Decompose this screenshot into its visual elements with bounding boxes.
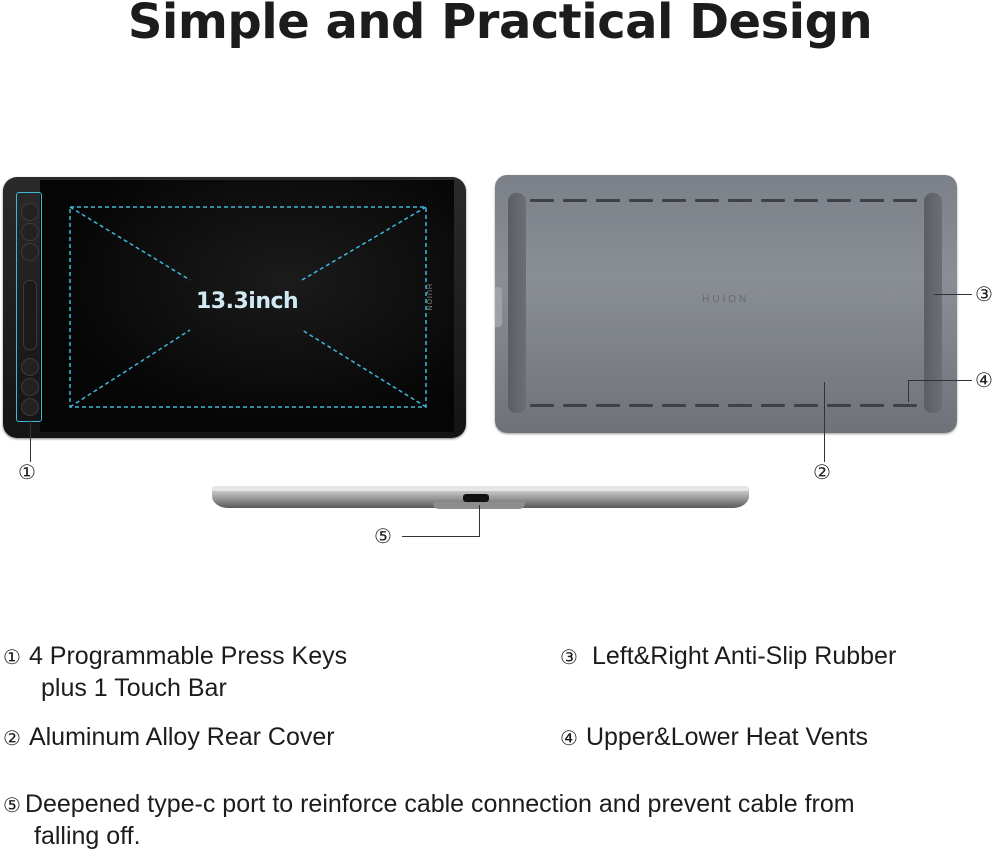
press-keys-panel	[16, 192, 42, 422]
feature-2-number: ②	[3, 726, 21, 750]
screen-area-diagram	[69, 206, 427, 408]
feature-1-text: 4 Programmable Press Keys	[28, 642, 348, 670]
brand-logo-front: HUION	[425, 284, 432, 312]
callout-line-5	[479, 505, 480, 537]
callout-line-4	[908, 380, 972, 381]
heat-vent-slot	[596, 199, 620, 202]
screen-size-label: 13.3inch	[196, 289, 299, 314]
callout-line-3	[934, 294, 972, 295]
heat-vent-slot	[728, 404, 752, 407]
heat-vent-slot	[827, 404, 851, 407]
heat-vent-slot	[662, 404, 686, 407]
type-c-port	[463, 494, 489, 502]
feature-5-text: Deepened type-c port to reinforce cable …	[24, 790, 855, 818]
heat-vent-slot	[794, 199, 818, 202]
callout-2: ②	[813, 460, 831, 484]
heat-vent-slot	[893, 199, 917, 202]
feature-1-number: ①	[3, 645, 21, 669]
page-title: Simple and Practical Design	[127, 0, 873, 50]
callout-line-1	[30, 420, 31, 462]
press-key	[21, 203, 39, 221]
anti-slip-rubber-left	[508, 193, 526, 413]
heat-vent-slot	[827, 199, 851, 202]
feature-5-text-line2: falling off.	[34, 822, 141, 850]
press-key	[21, 398, 39, 416]
touch-bar	[23, 280, 37, 350]
callout-4: ④	[975, 368, 993, 392]
feature-4: ④ Upper&Lower Heat Vents	[560, 722, 990, 754]
side-bump	[495, 287, 502, 327]
feature-1-text-line2: plus 1 Touch Bar	[41, 674, 227, 702]
heat-vent-slot	[860, 404, 884, 407]
tablet-rear-view	[495, 175, 957, 433]
heat-vent-slot	[596, 404, 620, 407]
feature-3-number: ③	[560, 645, 578, 669]
feature-2-text: Aluminum Alloy Rear Cover	[28, 723, 335, 751]
heat-vent-slot	[629, 199, 653, 202]
press-key	[21, 378, 39, 396]
feature-4-text: Upper&Lower Heat Vents	[585, 723, 869, 751]
tablet-side-edge	[212, 486, 749, 491]
callout-line-4b	[908, 380, 909, 402]
heat-vent-slot	[761, 404, 785, 407]
heat-vent-slot	[530, 404, 554, 407]
feature-2: ② Aluminum Alloy Rear Cover	[3, 722, 523, 754]
press-key	[21, 358, 39, 376]
anti-slip-rubber-right	[924, 193, 942, 413]
feature-4-number: ④	[560, 726, 578, 750]
callout-line-5b	[402, 536, 480, 537]
heat-vent-slot	[695, 404, 719, 407]
heat-vent-slot	[530, 199, 554, 202]
feature-5-number: ⑤	[3, 793, 21, 817]
press-key	[21, 243, 39, 261]
heat-vent-slot	[629, 404, 653, 407]
heat-vent-slot	[761, 199, 785, 202]
heat-vent-slot	[695, 199, 719, 202]
display-screen	[40, 180, 454, 432]
callout-1: ①	[18, 460, 36, 484]
heat-vent-slot	[563, 404, 587, 407]
heat-vent-slot	[893, 404, 917, 407]
brand-logo-back: HUION	[702, 294, 750, 305]
callout-line-2	[824, 382, 825, 462]
heat-vent-slot	[662, 199, 686, 202]
feature-3-text: Left&Right Anti-Slip Rubber	[591, 642, 897, 670]
feature-3: ③ Left&Right Anti-Slip Rubber	[560, 641, 990, 673]
press-key	[21, 223, 39, 241]
feature-1: ① 4 Programmable Press Keys plus 1 Touch …	[3, 641, 523, 704]
heat-vent-slot	[563, 199, 587, 202]
callout-5: ⑤	[374, 524, 392, 548]
heat-vent-slot	[728, 199, 752, 202]
heat-vent-slot	[794, 404, 818, 407]
tablet-front-view	[3, 177, 466, 438]
heat-vent-slot	[860, 199, 884, 202]
callout-3: ③	[975, 282, 993, 306]
